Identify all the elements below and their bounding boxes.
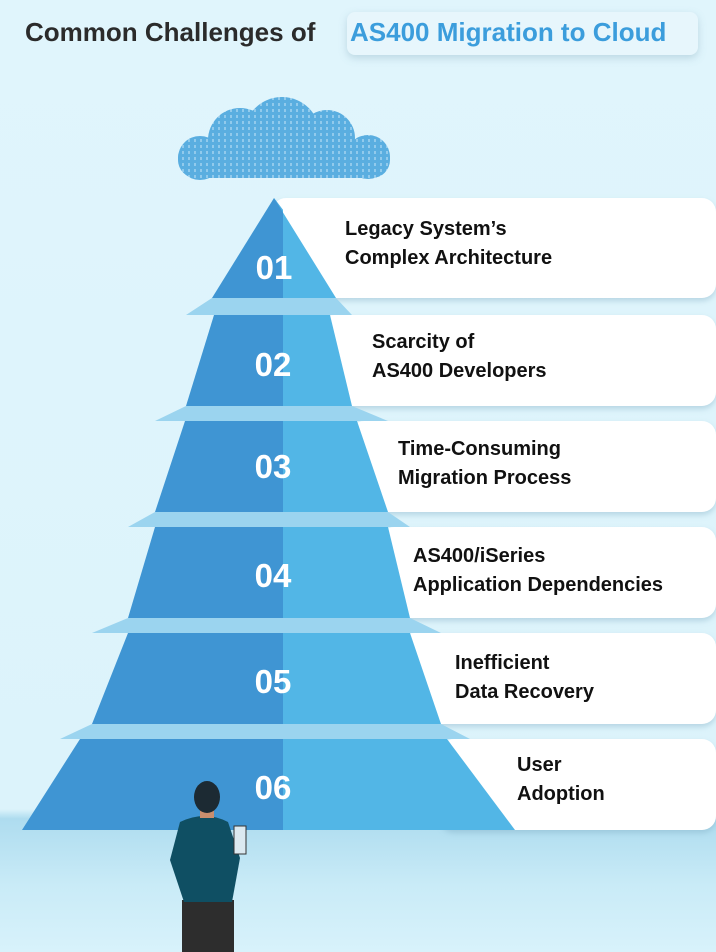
challenge-number: 05 [254, 663, 292, 700]
challenge-number: 01 [255, 249, 293, 286]
title-highlight: AS400 Migration to Cloud [347, 12, 698, 55]
pyramid-level-01 [212, 198, 336, 298]
card-04 [380, 527, 716, 618]
card-02 [320, 315, 716, 406]
cloud-icon [178, 97, 390, 180]
pyramid-level-04 [128, 527, 410, 618]
businessman-illustration [170, 781, 247, 952]
card-01 [272, 198, 716, 298]
challenge-number: 04 [254, 557, 292, 594]
pyramid-level-05 [92, 633, 441, 724]
challenge-number: 02 [254, 346, 292, 383]
page-title: Common Challenges of [25, 17, 316, 47]
card-03 [350, 421, 716, 512]
title-highlight-text: AS400 Migration to Cloud [350, 17, 667, 47]
card-05 [400, 633, 716, 724]
pyramid-level-03 [155, 421, 388, 512]
challenge-number: 06 [254, 769, 292, 806]
challenge-number: 03 [254, 448, 292, 485]
card-06 [440, 739, 716, 830]
pyramid-level-02 [186, 315, 352, 406]
pyramid-level-06 [22, 739, 515, 830]
